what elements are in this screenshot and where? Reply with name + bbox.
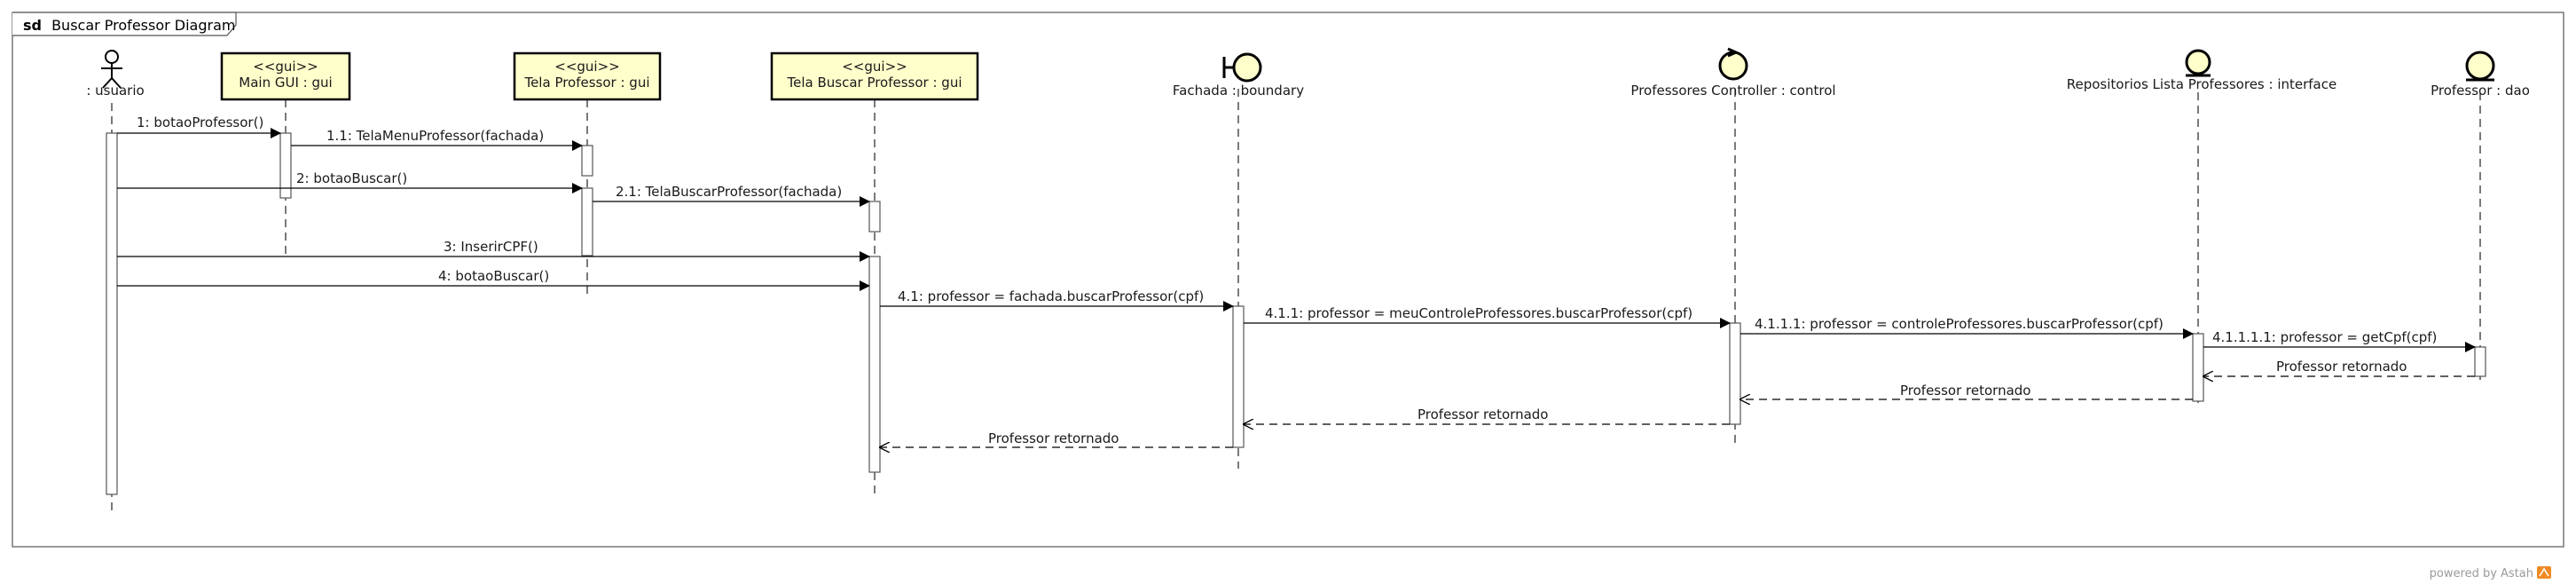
lifeline-label-fachada: Fachada : boundary: [1173, 83, 1304, 99]
activation-professor: [2474, 346, 2486, 377]
activation-usuario: [106, 132, 118, 495]
lifeline-tela-buscar: <<gui>> Tela Buscar Professor : gui: [770, 51, 979, 101]
lifeline-label-main-gui: Main GUI : gui: [239, 75, 332, 91]
lifeline-label-tela-professor: Tela Professor : gui: [523, 75, 649, 91]
stereotype-main-gui: <<gui>>: [253, 59, 318, 75]
lifeline-usuario: : usuario: [86, 50, 145, 99]
frame-keyword: sd: [23, 17, 42, 34]
reply-label: Professor retornado: [988, 430, 1119, 446]
lifeline-label-tela-buscar: Tela Buscar Professor : gui: [786, 75, 962, 91]
activation-tela-buscar-2: [868, 256, 881, 473]
control-icon: [1718, 47, 1748, 81]
lifeline-label-repositorio: Repositorios Lista Professores : interfa…: [2067, 76, 2336, 92]
message-label: 4: botaoBuscar(): [438, 268, 549, 284]
message-label: 1: botaoProfessor(): [137, 114, 263, 130]
lifeline-main-gui: <<gui>> Main GUI : gui: [220, 51, 351, 101]
lifeline-fachada: Fachada : boundary: [1173, 52, 1304, 99]
activation-tela-professor-2: [581, 187, 593, 256]
diagram-frame: [12, 12, 2564, 548]
message-label: 4.1: professor = fachada.buscarProfessor…: [898, 288, 1204, 304]
actor-icon: [101, 50, 122, 89]
gui-box-tela-buscar: [770, 51, 979, 101]
message-label: 4.1.1.1: professor = controleProfessores…: [1755, 316, 2164, 332]
activation-tela-professor-1: [581, 145, 593, 177]
activation-main-gui: [279, 132, 292, 199]
entity-icon: [2185, 49, 2211, 77]
reply-lines: [880, 376, 2475, 447]
stereotype-tela-buscar: <<gui>>: [842, 59, 907, 75]
footer-text: powered by Astah: [2430, 567, 2533, 580]
message-label: 3: InserirCPF(): [444, 239, 538, 255]
lifeline-label-professor: Professor : dao: [2431, 83, 2530, 99]
lifeline-label-usuario: : usuario: [86, 83, 144, 99]
frame-title-tab: [12, 12, 237, 36]
frame-title: sd Buscar Professor Diagram: [23, 17, 235, 34]
reply-label: Professor retornado: [2276, 359, 2407, 375]
activation-repositorio: [2192, 333, 2204, 402]
boundary-icon: [1222, 52, 1262, 83]
reply-label: Professor retornado: [1418, 406, 1548, 422]
message-label: 2.1: TelaBuscarProfessor(fachada): [616, 184, 842, 200]
message-lines: [117, 128, 2476, 352]
lifeline-controller: Professores Controller : control: [1630, 47, 1836, 99]
lifeline-professor: Professor : dao: [2431, 51, 2530, 99]
reply-label: Professor retornado: [1900, 383, 2030, 399]
lifeline-tela-professor: <<gui>> Tela Professor : gui: [513, 51, 662, 101]
activation-fachada: [1232, 305, 1245, 448]
stereotype-tela-professor: <<gui>>: [554, 59, 619, 75]
lifeline-label-controller: Professores Controller : control: [1630, 83, 1835, 99]
lifeline-lines: [111, 89, 2481, 515]
gui-box-tela-professor: [513, 51, 662, 101]
message-labels: 1: botaoProfessor() 1.1: TelaMenuProfess…: [137, 114, 2437, 446]
activation-bars: [106, 132, 2486, 495]
frame-title-text: Buscar Professor Diagram: [51, 17, 235, 34]
message-label: 1.1: TelaMenuProfessor(fachada): [326, 128, 544, 144]
activation-tela-buscar-1: [868, 201, 881, 233]
astah-logo-icon: [2537, 566, 2551, 579]
activation-controller: [1729, 322, 1741, 425]
footer: powered by Astah: [2430, 566, 2551, 580]
entity-icon: [2465, 51, 2495, 82]
message-label: 4.1.1.1.1: professor = getCpf(cpf): [2212, 329, 2437, 345]
lifeline-repositorio: Repositorios Lista Professores : interfa…: [2067, 49, 2336, 92]
message-label: 2: botaoBuscar(): [296, 170, 407, 186]
gui-box-main-gui: [220, 51, 351, 101]
message-label: 4.1.1: professor = meuControleProfessore…: [1265, 305, 1692, 321]
